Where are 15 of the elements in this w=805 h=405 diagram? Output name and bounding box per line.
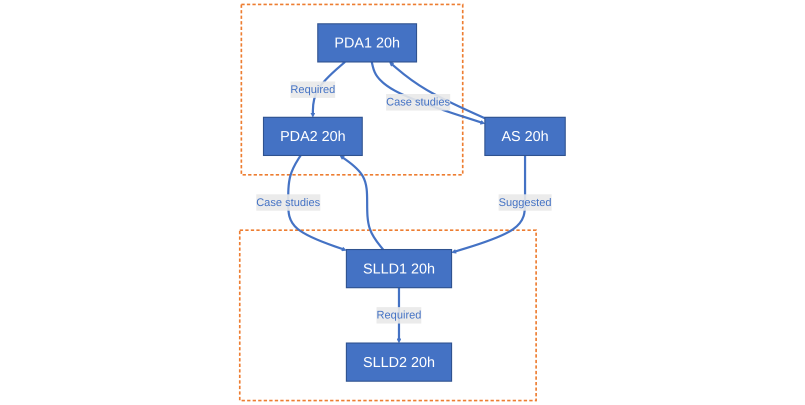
arrow bbox=[451, 155, 526, 254]
node-box: PDA1 20h bbox=[317, 23, 418, 63]
node-box: SLLD2 20h bbox=[346, 342, 452, 382]
arrow bbox=[340, 155, 384, 250]
arrow bbox=[287, 154, 347, 252]
edge-label: Suggested bbox=[498, 196, 552, 209]
node-box: AS 20h bbox=[484, 116, 566, 156]
edge-label: Case studies bbox=[256, 196, 320, 209]
edge-label: Required bbox=[290, 84, 336, 96]
edge-label: Case studies bbox=[386, 96, 450, 108]
node-box: SLLD1 20h bbox=[346, 248, 452, 288]
cluster bbox=[240, 4, 464, 176]
node-box: PDA2 20h bbox=[262, 116, 363, 156]
cluster bbox=[238, 229, 537, 402]
edge-label: Required bbox=[376, 309, 422, 322]
